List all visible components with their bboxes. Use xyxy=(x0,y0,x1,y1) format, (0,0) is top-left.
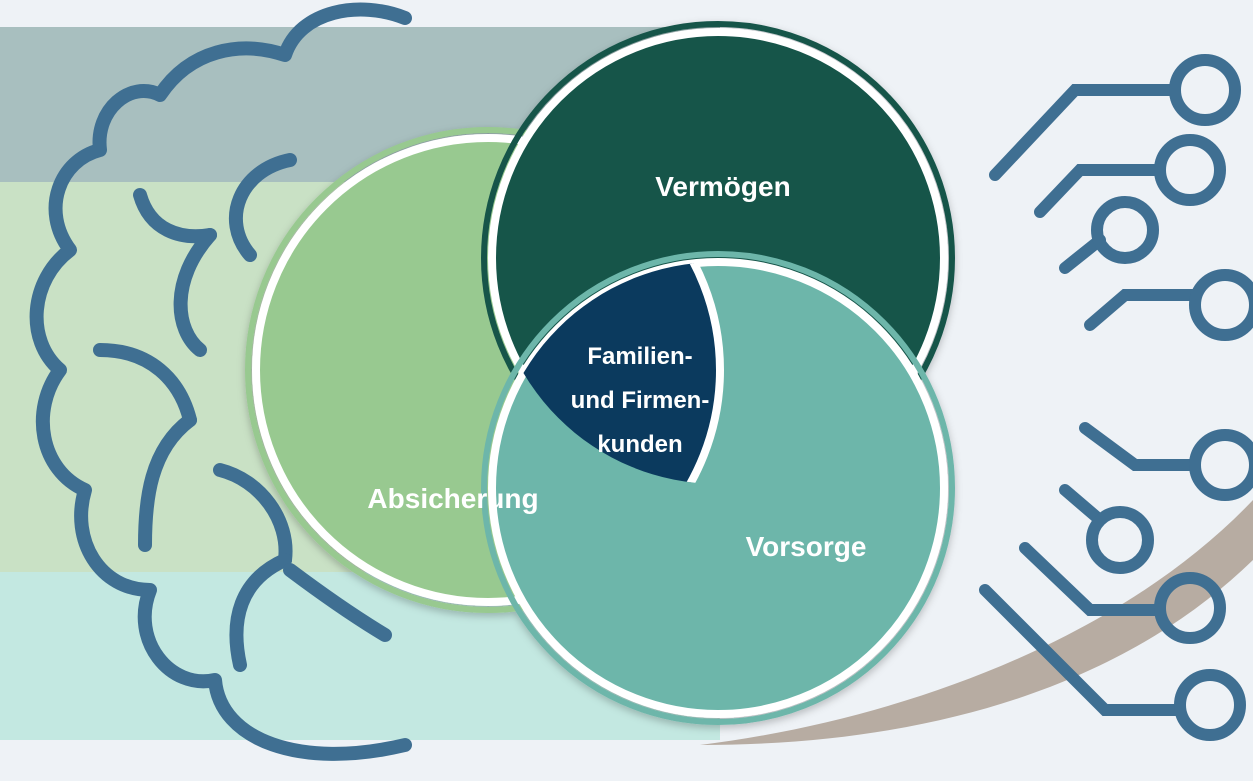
label-center-line-1: Familien- xyxy=(587,343,692,370)
label-vorsorge: Vorsorge xyxy=(746,531,867,562)
circuit-lines-icon xyxy=(979,54,1253,741)
swoosh-shape xyxy=(700,500,1253,745)
label-center-line-2: und Firmen- xyxy=(571,387,710,414)
label-center-line-3: kunden xyxy=(597,431,682,458)
label-absicherung: Absicherung xyxy=(367,483,538,514)
center-region xyxy=(492,262,724,484)
label-vermoegen: Vermögen xyxy=(655,171,790,202)
brain-outline-icon xyxy=(29,2,412,761)
